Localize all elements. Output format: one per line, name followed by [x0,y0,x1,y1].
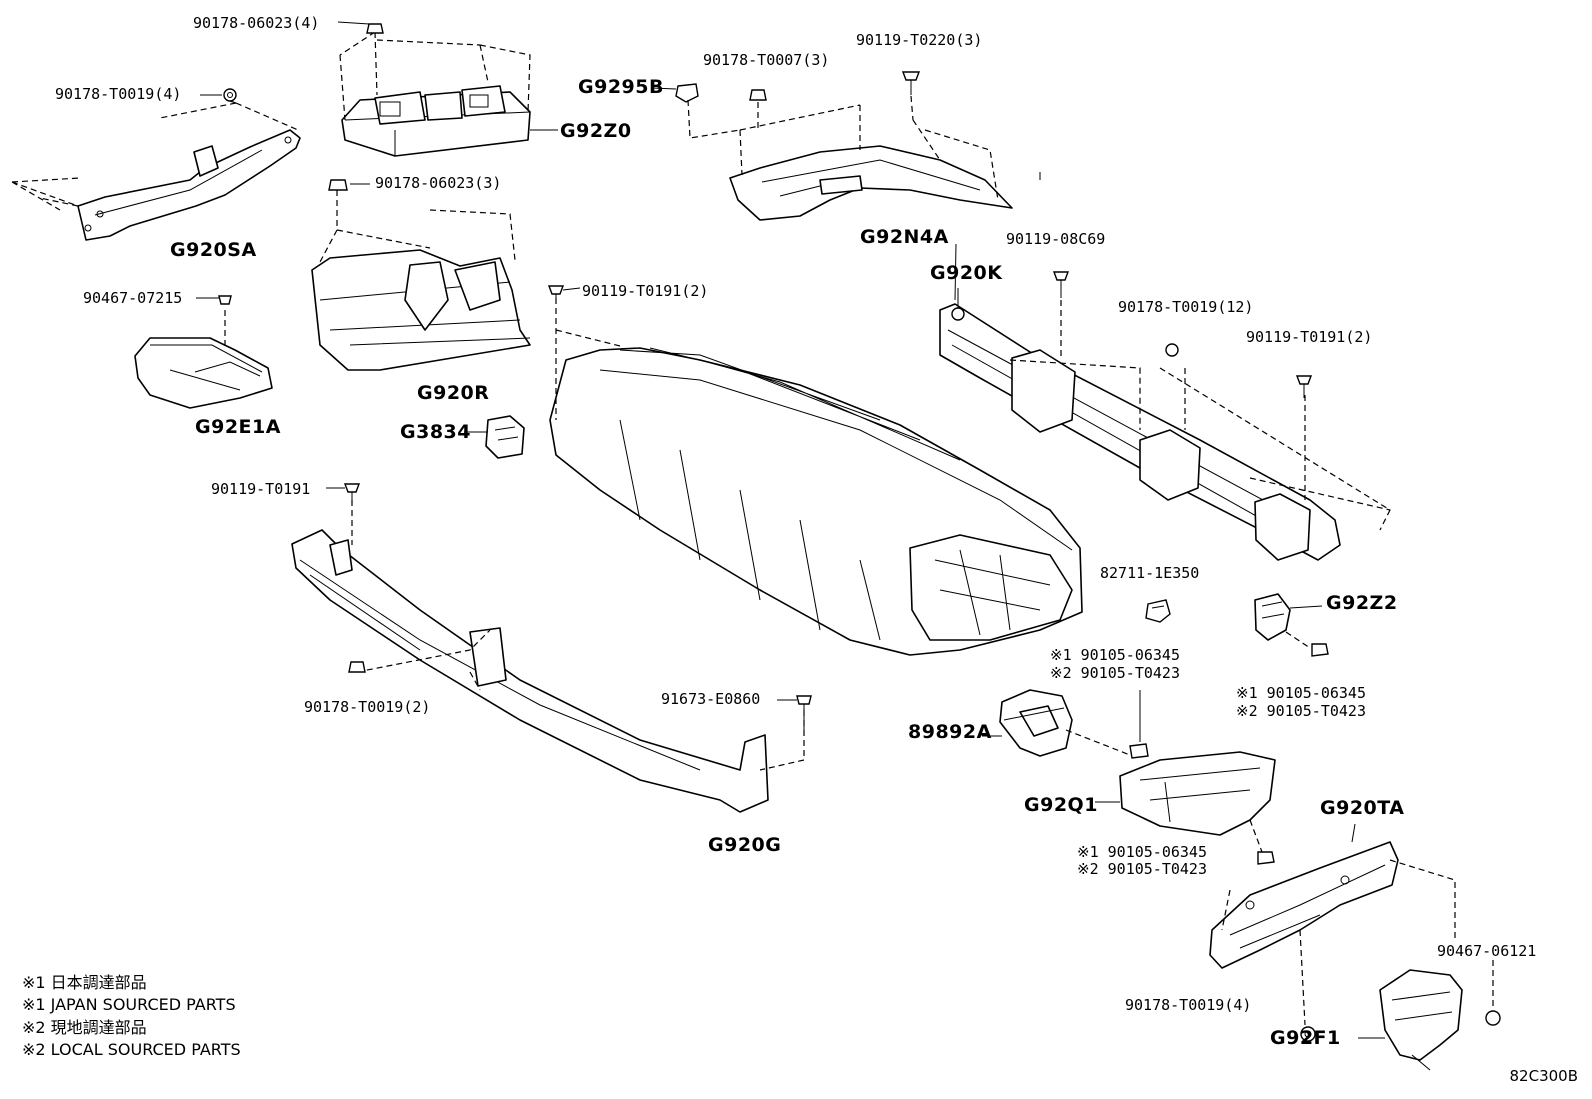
bolt-90119-08c69[interactable] [1052,271,1070,356]
legend-note-1-jp: ※1 日本調達部品 [22,973,147,992]
bolt-90119-t0191-right[interactable] [1295,375,1313,398]
label-90178-t0019-12[interactable]: 90178-T0019(12) [1118,298,1254,316]
cover-g92q1[interactable] [1095,751,1276,853]
battery-pack[interactable] [549,298,1083,656]
label-g3834[interactable]: G3834 [400,421,471,443]
label-91673-e0860[interactable]: 91673-E0860 [661,690,761,708]
label-89892a[interactable]: 89892A [908,721,992,743]
label-note2-90105-t0423-a[interactable]: ※2 90105-T0423 [1050,664,1180,682]
bolt-90105-mid[interactable] [1129,690,1149,759]
nut-90178-t0019-bottom[interactable] [1300,1026,1316,1042]
label-g920r[interactable]: G920R [417,382,490,404]
label-g92f1[interactable]: G92F1 [1270,1027,1341,1049]
label-g92z0[interactable]: G92Z0 [560,120,632,142]
bolt-90105-right[interactable] [1311,643,1329,657]
bracket-g920ta[interactable] [1209,823,1456,1026]
label-g92n4a[interactable]: G92N4A [860,226,949,248]
illustration-code: 82C300B [1509,1067,1578,1085]
label-note1-90105-06345-b[interactable]: ※1 90105-06345 [1236,684,1366,702]
label-90119-t0191-2-mid[interactable]: 90119-T0191(2) [582,282,709,300]
bolt-90119-t0191-mid[interactable] [547,285,565,300]
label-note1-90105-06345-c[interactable]: ※1 90105-06345 [1077,843,1207,861]
label-90178-t0019-4-bot[interactable]: 90178-T0019(4) [1125,996,1252,1014]
clip-90467-07215[interactable] [196,295,232,305]
clip-g3834[interactable] [464,415,525,459]
bolt-90119-t0220[interactable] [901,71,921,121]
bolt-90119-t0191[interactable] [326,483,361,500]
ecu-box-g92z0[interactable] [339,31,558,157]
duct-g92e1a[interactable] [134,310,273,409]
label-g9295b[interactable]: G9295B [578,76,664,98]
label-90119-08c69[interactable]: 90119-08C69 [1006,230,1106,248]
nut-90178-t0019-2[interactable] [348,661,366,673]
label-82711-1e350[interactable]: 82711-1E350 [1100,564,1200,582]
label-g920sa[interactable]: G920SA [170,239,257,261]
bracket-g92z2[interactable] [1254,593,1323,649]
label-g920k[interactable]: G920K [930,262,1003,284]
bracket-g920sa[interactable] [11,102,301,241]
bolt-91673-e0860[interactable] [777,695,812,735]
rail-g920g[interactable] [291,500,805,813]
label-note2-90105-t0423-c[interactable]: ※2 90105-T0423 [1077,860,1207,878]
label-90467-06121[interactable]: 90467-06121 [1437,942,1537,960]
label-90178-t0019-2[interactable]: 90178-T0019(2) [304,698,431,716]
label-note1-90105-06345-a[interactable]: ※1 90105-06345 [1050,646,1180,664]
label-g920ta[interactable]: G920TA [1320,797,1405,819]
label-90119-t0191[interactable]: 90119-T0191 [211,480,311,498]
label-90467-07215[interactable]: 90467-07215 [83,289,183,307]
legend-note-2-jp: ※2 現地調達部品 [22,1018,147,1037]
label-90178-06023-3[interactable]: 90178-06023(3) [375,174,502,192]
label-note2-90105-t0423-b[interactable]: ※2 90105-T0423 [1236,702,1366,720]
nut-90178-06023-3[interactable] [328,179,348,191]
nut-90178-t0007[interactable] [749,89,767,130]
label-90178-06023-4[interactable]: 90178-06023(4) [193,14,320,32]
module-89892a[interactable] [982,689,1131,757]
nut-90178-t0019-top[interactable] [200,88,237,104]
label-90178-t0007-3[interactable]: 90178-T0007(3) [703,51,830,69]
leader-lines [562,172,1041,301]
tray-g920r[interactable] [311,183,531,371]
cover-g92n4a[interactable] [729,104,1013,221]
label-g92q1[interactable]: G92Q1 [1024,794,1098,816]
label-g92z2[interactable]: G92Z2 [1326,592,1398,614]
label-g920g[interactable]: G920G [708,834,782,856]
part-g92f1[interactable] [1358,969,1463,1071]
legend-note-2-en: ※2 LOCAL SOURCED PARTS [22,1040,241,1059]
bolt-90105-lower[interactable] [1257,851,1275,865]
sensor-g9295b[interactable] [651,83,741,139]
nut-90178-06023-4[interactable] [337,21,384,34]
label-90119-t0191-2-right[interactable]: 90119-T0191(2) [1246,328,1373,346]
label-90178-t0019-4-top[interactable]: 90178-T0019(4) [55,85,182,103]
nut-90178-t0019-12[interactable] [1165,343,1179,357]
legend-note-1-en: ※1 JAPAN SOURCED PARTS [22,995,236,1014]
clip-90467-06121[interactable] [1485,960,1501,1026]
label-g92e1a[interactable]: G92E1A [195,416,281,438]
label-90119-t0220-3[interactable]: 90119-T0220(3) [856,31,983,49]
crossmember-g920k[interactable] [939,288,1391,561]
connector-82711-1e350[interactable] [1145,599,1171,623]
